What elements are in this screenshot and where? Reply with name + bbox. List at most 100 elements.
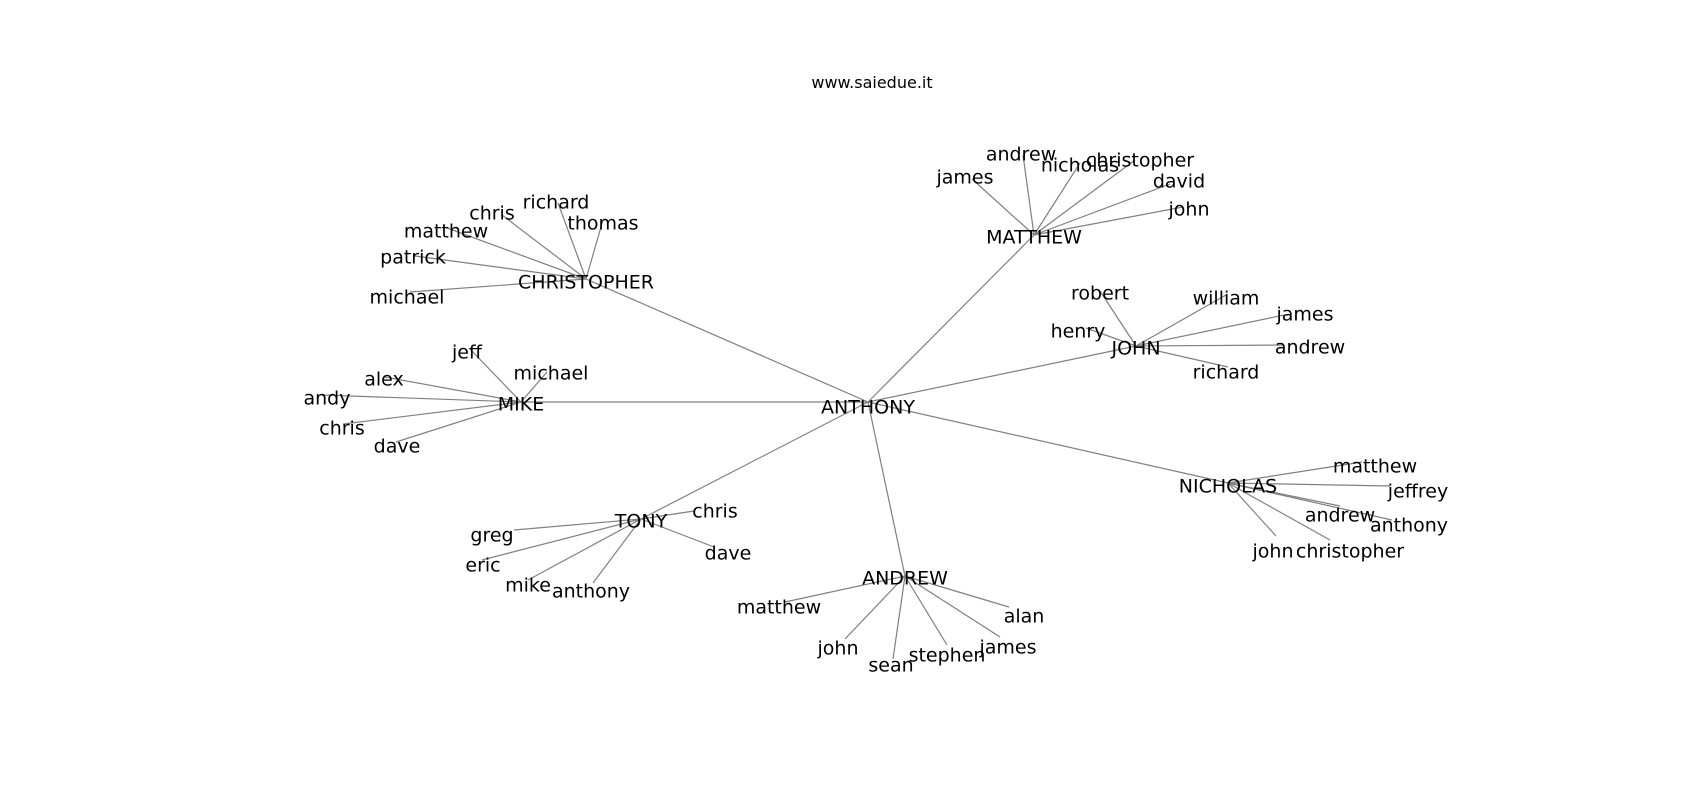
leaf-node-label: john bbox=[1168, 199, 1210, 221]
edge-hub-to-leaf bbox=[384, 376, 522, 403]
hub-node-label: MATTHEW bbox=[986, 227, 1082, 249]
leaf-node-label: richard bbox=[523, 192, 590, 214]
leaf-node-label: anthony bbox=[552, 581, 630, 603]
edge-hub-to-leaf bbox=[592, 518, 642, 584]
edge-hub-to-leaf bbox=[446, 227, 587, 280]
leaf-node-label: michael bbox=[370, 287, 445, 309]
leaf-node-label: william bbox=[1193, 288, 1260, 310]
labels-layer: www.saiedue.it ANTHONY CHRISTOPHER richard… bbox=[304, 73, 1449, 677]
edge-hub-to-leaf bbox=[1227, 482, 1391, 487]
leaf-node-label: greg bbox=[470, 525, 513, 547]
edge-hub-to-leaf bbox=[585, 219, 604, 280]
edge-hub-to-leaf bbox=[1227, 482, 1393, 521]
edge-hub-to-leaf bbox=[1227, 482, 1331, 541]
leaf-node-label: john bbox=[817, 638, 859, 660]
leaf-node-label: richard bbox=[1193, 362, 1260, 384]
leaf-node-label: patrick bbox=[380, 247, 446, 269]
leaf-node-label: matthew bbox=[1333, 456, 1417, 478]
edge-hub-to-leaf bbox=[1135, 345, 1229, 368]
edge-hub-to-leaf bbox=[904, 575, 1010, 608]
leaf-node-label: christopher bbox=[1086, 150, 1194, 172]
edge-hub-to-leaf bbox=[414, 255, 587, 280]
leaf-node-label: thomas bbox=[567, 213, 638, 235]
leaf-node-label: matthew bbox=[737, 597, 821, 619]
hub-node-label: TONY bbox=[614, 511, 668, 533]
leaf-node-label: andrew bbox=[1275, 337, 1345, 359]
leaf-node-label: christopher bbox=[1296, 541, 1404, 563]
edge-root-to-hub bbox=[867, 401, 1229, 484]
edge-hub-to-leaf bbox=[971, 178, 1035, 236]
edge-hub-to-leaf bbox=[892, 575, 906, 660]
leaf-node-label: john bbox=[1252, 541, 1294, 563]
edge-root-to-hub bbox=[867, 345, 1137, 403]
edge-hub-to-leaf bbox=[469, 348, 522, 403]
leaf-node-label: andy bbox=[304, 388, 351, 410]
edge-hub-to-leaf bbox=[1085, 327, 1137, 347]
leaf-node-label: stephen bbox=[909, 645, 986, 667]
edges-layer bbox=[321, 154, 1393, 660]
leaf-node-label: dave bbox=[374, 436, 421, 458]
edge-root-to-hub bbox=[640, 401, 869, 520]
leaf-node-label: alex bbox=[364, 369, 404, 391]
edge-hub-to-leaf bbox=[1135, 314, 1285, 347]
edge-hub-to-leaf bbox=[342, 401, 522, 425]
leaf-node-label: andrew bbox=[1305, 505, 1375, 527]
leaf-node-label: eric bbox=[465, 555, 500, 577]
edge-hub-to-leaf bbox=[784, 575, 906, 603]
leaf-node-label: jeffrey bbox=[1387, 481, 1448, 503]
edge-hub-to-leaf bbox=[513, 518, 642, 531]
leaf-node-label: david bbox=[1153, 171, 1205, 193]
edge-hub-to-leaf bbox=[1033, 162, 1081, 236]
edge-hub-to-leaf bbox=[1135, 294, 1227, 347]
edge-hub-to-leaf bbox=[527, 518, 642, 581]
leaf-node-label: matthew bbox=[404, 221, 488, 243]
edge-hub-to-leaf bbox=[409, 278, 587, 293]
leaf-node-label: anthony bbox=[1370, 515, 1448, 537]
leaf-node-label: chris bbox=[319, 418, 364, 440]
edge-hub-to-leaf bbox=[640, 510, 695, 520]
edge-hub-to-leaf bbox=[844, 575, 906, 640]
edge-root-to-hub bbox=[585, 278, 869, 403]
hub-node-label: MIKE bbox=[498, 394, 544, 416]
leaf-node-label: michael bbox=[514, 363, 589, 385]
edge-hub-to-leaf bbox=[1227, 461, 1363, 484]
leaf-node-label: dave bbox=[705, 543, 752, 565]
leaf-node-label: james bbox=[935, 167, 993, 189]
edge-hub-to-leaf bbox=[904, 575, 1001, 638]
leaf-node-label: james bbox=[1275, 304, 1333, 326]
leaf-node-label: andrew bbox=[986, 144, 1056, 166]
edge-root-to-hub bbox=[867, 234, 1035, 403]
edge-hub-to-leaf bbox=[501, 214, 587, 280]
edge-hub-to-leaf bbox=[1033, 159, 1136, 236]
leaf-node-label: james bbox=[978, 637, 1036, 659]
site-title: www.saiedue.it bbox=[811, 73, 932, 92]
root-node-label: ANTHONY bbox=[821, 397, 915, 419]
leaf-node-label: henry bbox=[1051, 321, 1106, 343]
edge-hub-to-leaf bbox=[520, 371, 548, 403]
edge-root-to-hub bbox=[867, 401, 906, 577]
edge-hub-to-leaf bbox=[1033, 183, 1171, 236]
leaf-node-label: chris bbox=[692, 501, 737, 523]
edge-hub-to-leaf bbox=[1022, 154, 1035, 236]
leaf-node-label: robert bbox=[1071, 283, 1129, 305]
leaf-node-label: alan bbox=[1004, 606, 1045, 628]
hub-node-label: ANDREW bbox=[862, 568, 948, 590]
leaf-node-label: chris bbox=[469, 203, 514, 225]
edge-hub-to-leaf bbox=[1227, 482, 1277, 537]
edge-hub-to-leaf bbox=[481, 518, 642, 561]
leaf-node-label: jeff bbox=[451, 342, 483, 364]
hub-node-label: JOHN bbox=[1110, 338, 1160, 360]
edge-hub-to-leaf bbox=[1099, 290, 1137, 347]
hub-node-label: CHRISTOPHER bbox=[518, 272, 654, 294]
hub-node-label: NICHOLAS bbox=[1179, 476, 1277, 498]
edge-hub-to-leaf bbox=[321, 394, 522, 403]
edge-hub-to-leaf bbox=[395, 401, 522, 443]
leaf-node-label: sean bbox=[868, 655, 913, 677]
leaf-node-label: mike bbox=[505, 575, 551, 597]
edge-hub-to-leaf bbox=[557, 202, 587, 280]
leaf-node-label: nicholas bbox=[1041, 155, 1119, 177]
edge-hub-to-leaf bbox=[1033, 206, 1184, 236]
edge-hub-to-leaf bbox=[904, 575, 948, 646]
edge-hub-to-leaf bbox=[1135, 344, 1285, 347]
